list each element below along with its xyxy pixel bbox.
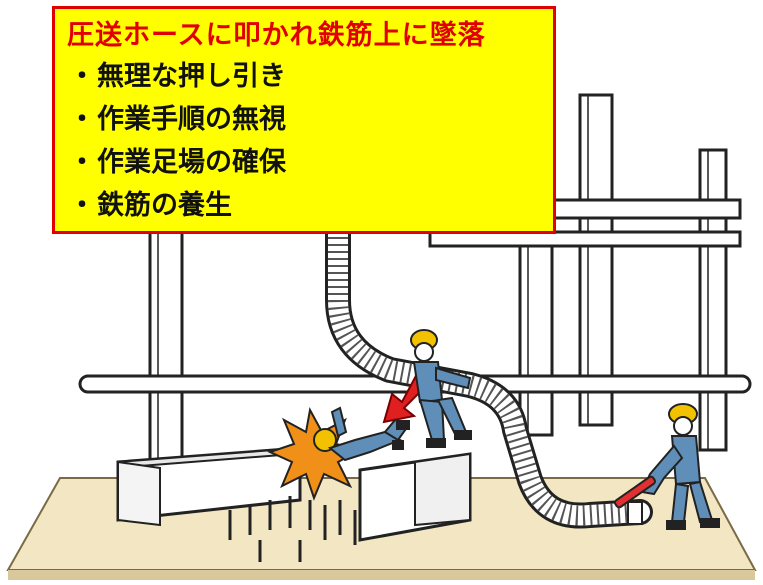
- bullet-dot: ・: [68, 190, 96, 221]
- list-item: ・無理な押し引き: [67, 55, 543, 98]
- list-item: ・作業足場の確保: [67, 141, 543, 184]
- prevention-list: ・無理な押し引き ・作業手順の無視 ・作業足場の確保 ・鉄筋の養生: [67, 55, 543, 227]
- worker-pushing-hose: [410, 329, 472, 448]
- warning-callout-box: 圧送ホースに叩かれ鉄筋上に墜落 ・無理な押し引き ・作業手順の無視 ・作業足場の…: [52, 6, 556, 234]
- list-item-text: 作業足場の確保: [97, 147, 286, 178]
- rebar-stubs: [228, 496, 357, 562]
- list-item: ・鉄筋の養生: [67, 184, 543, 227]
- worker-holding-hose-end: [614, 403, 720, 530]
- bullet-dot: ・: [68, 147, 96, 178]
- bullet-dot: ・: [68, 104, 96, 135]
- upper-beam-2: [428, 230, 742, 248]
- list-item: ・作業手順の無視: [67, 98, 543, 141]
- formwork-right: [358, 452, 472, 542]
- list-item-text: 無理な押し引き: [97, 61, 286, 92]
- callout-title: 圧送ホースに叩かれ鉄筋上に墜落: [67, 20, 486, 51]
- concrete-hose: [325, 217, 653, 529]
- list-item-text: 鉄筋の養生: [97, 190, 232, 221]
- hose-coupling: [627, 501, 643, 525]
- column-right: [698, 148, 728, 452]
- floor-edge: [8, 570, 755, 580]
- list-item-text: 作業手順の無視: [97, 104, 286, 135]
- bullet-dot: ・: [68, 61, 96, 92]
- falling-worker: [313, 406, 410, 462]
